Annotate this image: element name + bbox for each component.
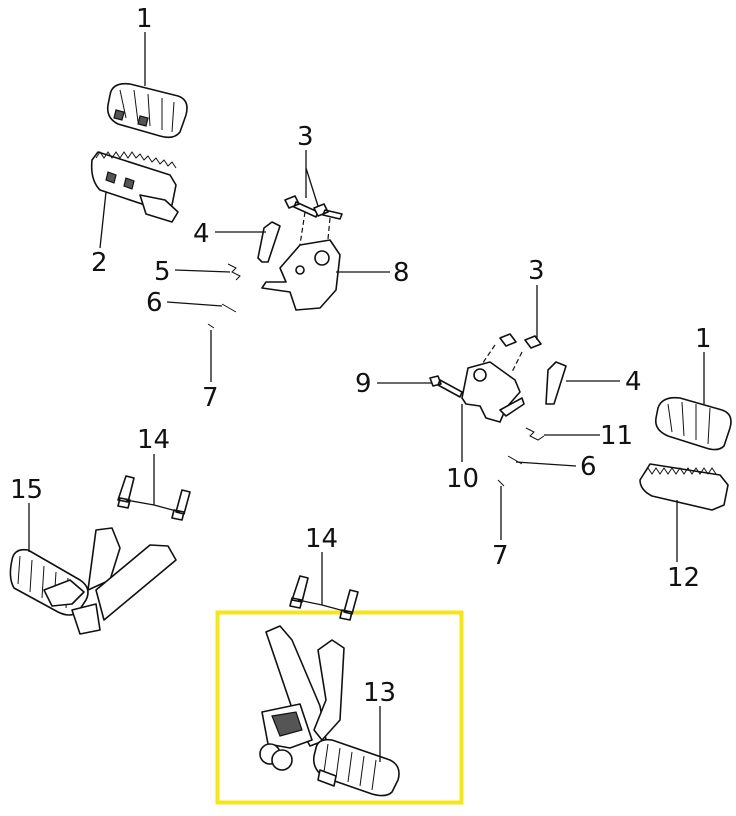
part-14-bolts-left[interactable] xyxy=(117,475,191,521)
part-3-bolts-left[interactable] xyxy=(284,195,343,220)
callout-8: 8 xyxy=(393,258,410,288)
part-9-bolt[interactable] xyxy=(429,375,463,398)
callout-12: 12 xyxy=(667,563,700,593)
callout-4: 4 xyxy=(625,367,642,397)
part-2-footpeg-left[interactable] xyxy=(90,151,179,223)
part-12-footpeg-right[interactable] xyxy=(639,463,729,511)
part-8-bracket-left[interactable] xyxy=(261,211,341,311)
part-7-cotter-pin-left[interactable] xyxy=(207,323,215,329)
callout-6: 6 xyxy=(580,452,597,482)
callout-7: 7 xyxy=(492,541,509,571)
part-4-pin-left[interactable] xyxy=(257,221,281,263)
callout-13: 13 xyxy=(363,678,396,708)
callout-4: 4 xyxy=(193,219,210,249)
part-11-spring[interactable] xyxy=(525,427,545,441)
part-7-cotter-pin-right[interactable] xyxy=(497,479,505,487)
callout-14: 14 xyxy=(305,524,338,554)
part-1-footpeg-rubber-left[interactable] xyxy=(106,82,188,139)
callout-3: 3 xyxy=(297,122,314,152)
callout-11: 11 xyxy=(600,421,633,451)
part-10-bracket-right[interactable] xyxy=(461,361,525,423)
part-6-washer-left[interactable] xyxy=(221,303,237,313)
callout-5: 5 xyxy=(154,257,171,287)
part-5-spring[interactable] xyxy=(227,263,241,281)
part-1-footpeg-rubber-right[interactable] xyxy=(654,396,732,451)
callout-3: 3 xyxy=(528,256,545,286)
callout-9: 9 xyxy=(355,369,372,399)
callout-10: 10 xyxy=(446,464,479,494)
callout-1: 1 xyxy=(136,4,153,34)
part-13-passenger-footrest-right[interactable] xyxy=(259,625,400,797)
callout-1: 1 xyxy=(695,324,712,354)
part-14-bolts-center[interactable] xyxy=(289,575,359,621)
part-4-pin-right[interactable] xyxy=(545,361,567,405)
leader-lines xyxy=(28,32,705,762)
callout-2: 2 xyxy=(91,248,108,278)
callout-15: 15 xyxy=(10,475,43,505)
callout-14: 14 xyxy=(137,425,170,455)
part-15-passenger-footrest-left[interactable] xyxy=(9,527,177,635)
highlight-box-part-13[interactable] xyxy=(215,610,464,805)
callout-6: 6 xyxy=(146,288,163,318)
callout-7: 7 xyxy=(202,383,219,413)
